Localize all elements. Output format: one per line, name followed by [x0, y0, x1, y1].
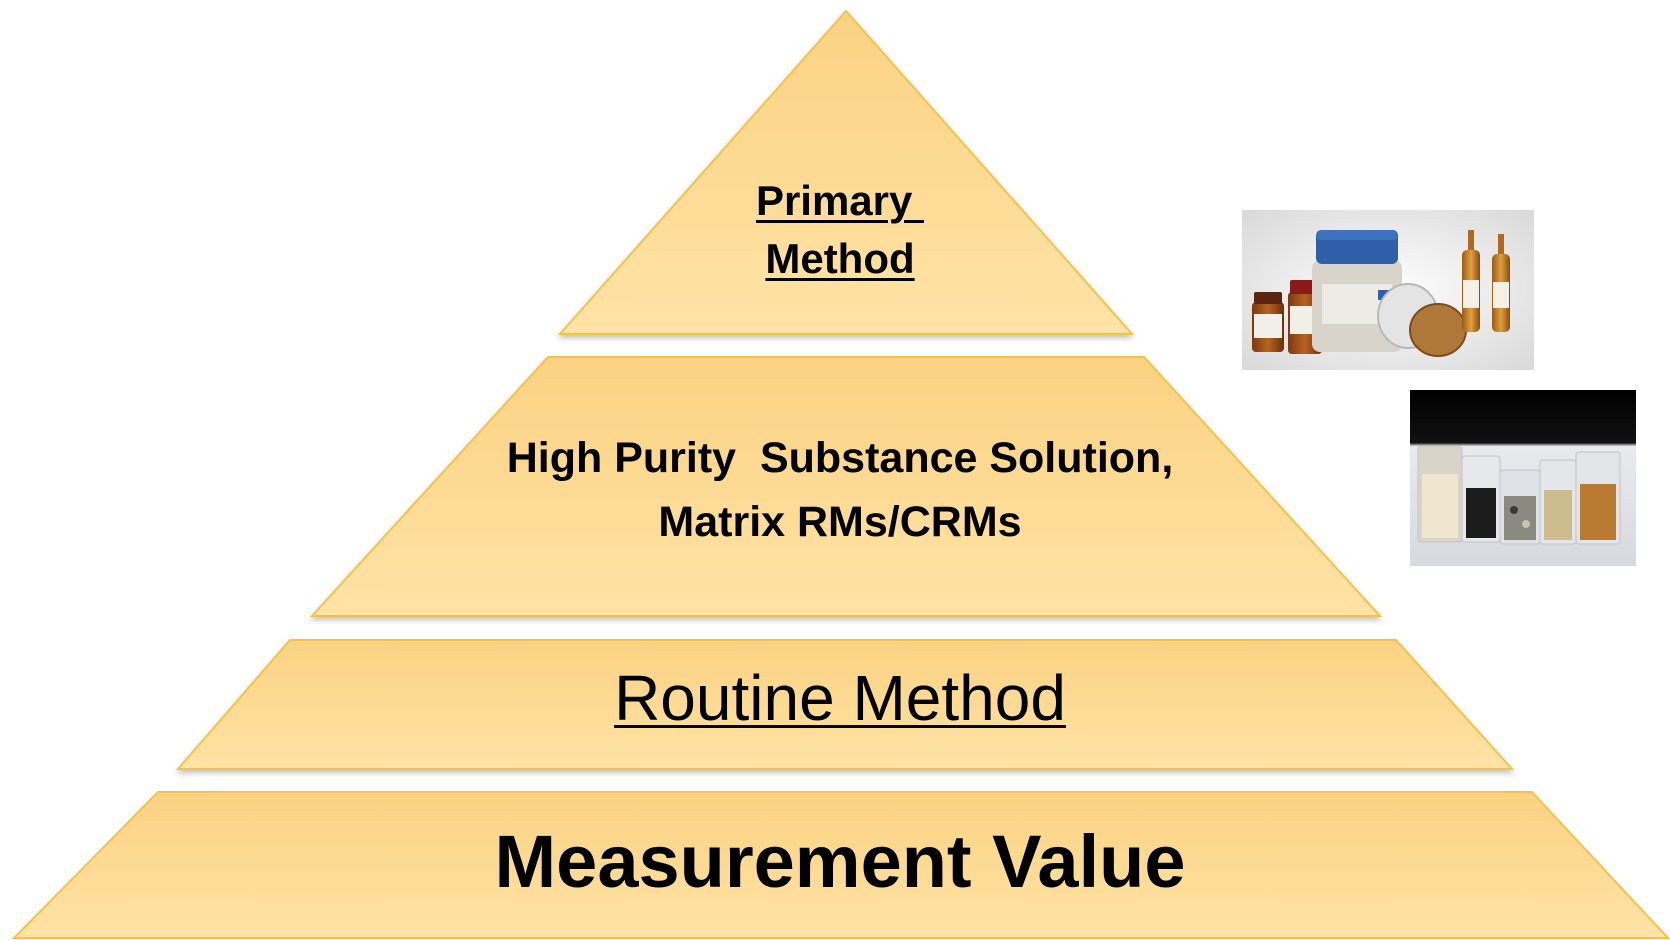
pyramid-tier-routine	[175, 639, 1515, 770]
tier-label-routine-method: Routine Method	[614, 662, 1066, 734]
pyramid-tier-primary	[557, 9, 1135, 335]
tier-label-substance-line1: High Purity Substance Solution,	[506, 434, 1174, 482]
pyramid-tier-measurement	[11, 791, 1670, 939]
reference-vials-illustration	[1242, 210, 1534, 370]
reference-vials-image	[1242, 210, 1534, 370]
pyramid-tier-substance	[309, 356, 1383, 617]
tier-label-primary-line2: Method	[765, 235, 915, 282]
matrix-material-bags-image	[1410, 390, 1636, 566]
tier-label-substance-line2: Matrix RMs/CRMs	[658, 498, 1022, 546]
tier-label-substance: High Purity Substance Solution, Matrix R…	[380, 426, 1300, 554]
tier-label-primary-method: Primary Method	[640, 172, 1040, 288]
matrix-bags-illustration	[1410, 390, 1636, 566]
tier-label-primary-line1: Primary	[755, 177, 925, 224]
tier-label-measurement-value: Measurement Value	[494, 820, 1186, 903]
